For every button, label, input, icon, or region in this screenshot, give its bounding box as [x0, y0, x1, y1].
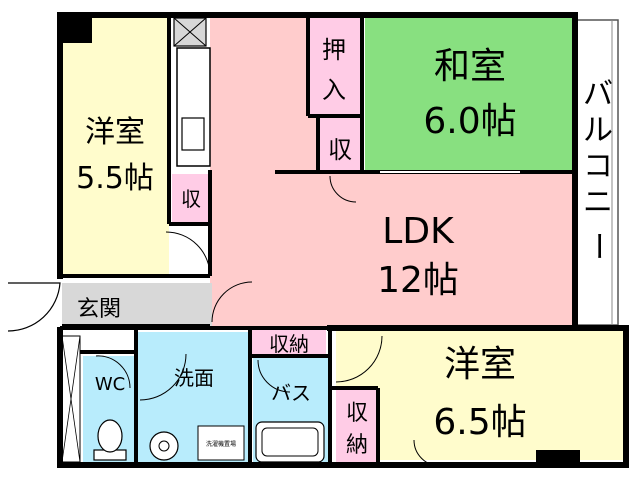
wash-basin-drain [158, 440, 170, 452]
western-room-left-fill [63, 18, 169, 274]
balcony-char-3: コ [583, 149, 613, 184]
closet-right-fill [336, 390, 376, 462]
closet-japanese-label: 収 [328, 136, 352, 164]
closet-left-label: 収 [181, 187, 201, 211]
pillar-bottom-right [536, 450, 580, 468]
oshiire-label-2: 入 [322, 76, 346, 104]
vent-cross-b [173, 17, 207, 47]
japanese-room-name: 和室 [434, 46, 506, 87]
closet-japanese-fill [318, 118, 360, 170]
western-room-right-size: 6.5帖 [433, 402, 526, 443]
closet-left-fill [172, 174, 210, 222]
balcony-label: バ ル コ ニ ー [580, 77, 615, 261]
tile-cross-b [61, 335, 81, 463]
western-room-right-fill [336, 330, 624, 460]
western-room-right-name: 洋室 [444, 344, 516, 385]
bath-label: バス [271, 381, 311, 405]
washroom-label: 洗面 [174, 366, 214, 390]
bathtub-inner [261, 427, 319, 457]
closet-right-label-1: 収 [346, 401, 368, 426]
oshiire-fill [308, 18, 360, 116]
balcony-char-2: ル [583, 113, 613, 148]
toilet-label: WC [95, 374, 125, 395]
japanese-room-fill [365, 18, 572, 170]
western-room-left-size: 5.5帖 [76, 161, 154, 196]
closet-right-label-2: 納 [346, 433, 368, 458]
oshiire-label-1: 押 [322, 36, 346, 64]
entrance-label: 玄関 [77, 297, 121, 322]
closet-center-fill [252, 330, 326, 356]
balcony-char-1: バ [583, 77, 613, 112]
toilet-bowl [97, 419, 123, 453]
ldk-fill-lower [210, 170, 575, 328]
ldk-size: 12帖 [377, 260, 459, 301]
entrance-door [7, 282, 61, 332]
balcony-char-5: ー [580, 231, 615, 261]
japanese-room-size: 6.0帖 [423, 101, 516, 142]
closet-center-label: 収納 [269, 332, 309, 356]
washer-label: 洗濯機置場 [206, 440, 236, 448]
washer-space [197, 425, 245, 461]
sink [181, 117, 205, 151]
western-room-left-name: 洋室 [85, 115, 145, 150]
pillar-top-left [58, 13, 92, 43]
entrance-fill [62, 283, 212, 326]
balcony [575, 19, 619, 326]
ldk-name: LDK [382, 211, 455, 252]
door-swings [95, 175, 441, 467]
balcony-char-4: ニ [583, 185, 613, 220]
